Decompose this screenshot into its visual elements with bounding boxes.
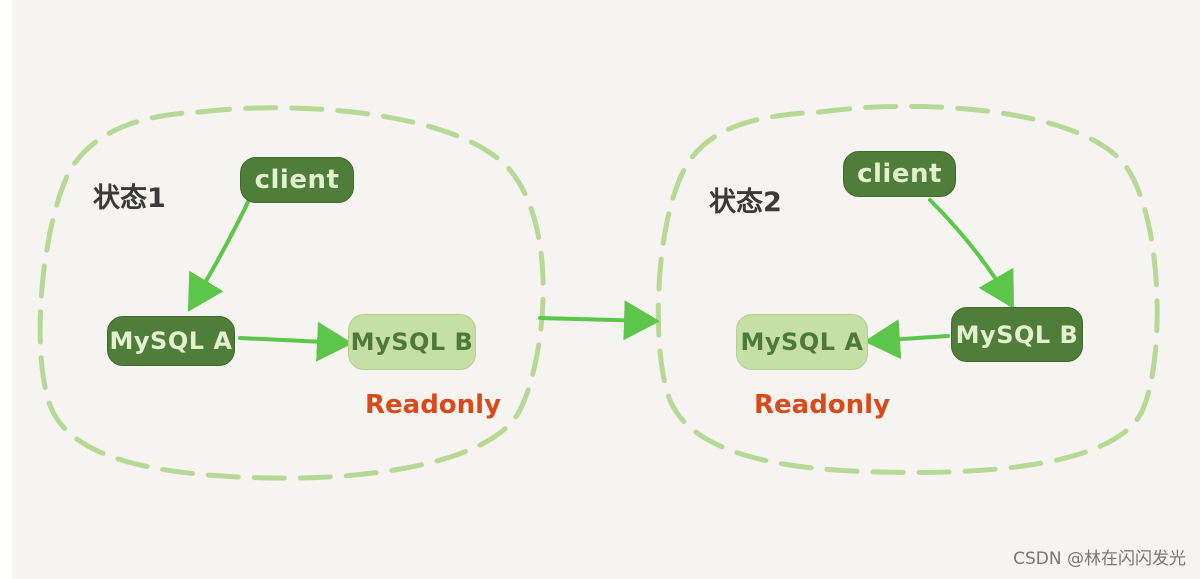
state2-mysql-a-node: MySQL A: [736, 314, 868, 370]
state1-client-node: client: [240, 157, 354, 203]
arrow-state1-to-state2: [538, 300, 660, 341]
watermark: CSDN @林在闪闪发光: [1013, 549, 1186, 569]
state2-label: 状态2: [709, 187, 782, 218]
state1-label: 状态1: [93, 183, 166, 214]
arrow-state2-client-to-mysql-b: [928, 198, 1014, 309]
state1-readonly-label: Readonly: [365, 390, 502, 420]
arrow-state2-mysql-b-to-mysql-a: [864, 319, 950, 360]
arrow-state1-client-to-mysql-a: [187, 196, 252, 312]
state1-mysql-b-node: MySQL B: [348, 314, 476, 370]
state2-boundary: [655, 103, 1160, 475]
arrow-state1-mysql-a-to-mysql-b: [238, 321, 353, 362]
state2-readonly-label: Readonly: [754, 390, 891, 420]
state1-mysql-a-node: MySQL A: [107, 316, 235, 366]
state2-client-node: client: [843, 151, 956, 197]
state1-boundary: [37, 105, 546, 481]
state2-mysql-b-node: MySQL B: [951, 307, 1083, 362]
